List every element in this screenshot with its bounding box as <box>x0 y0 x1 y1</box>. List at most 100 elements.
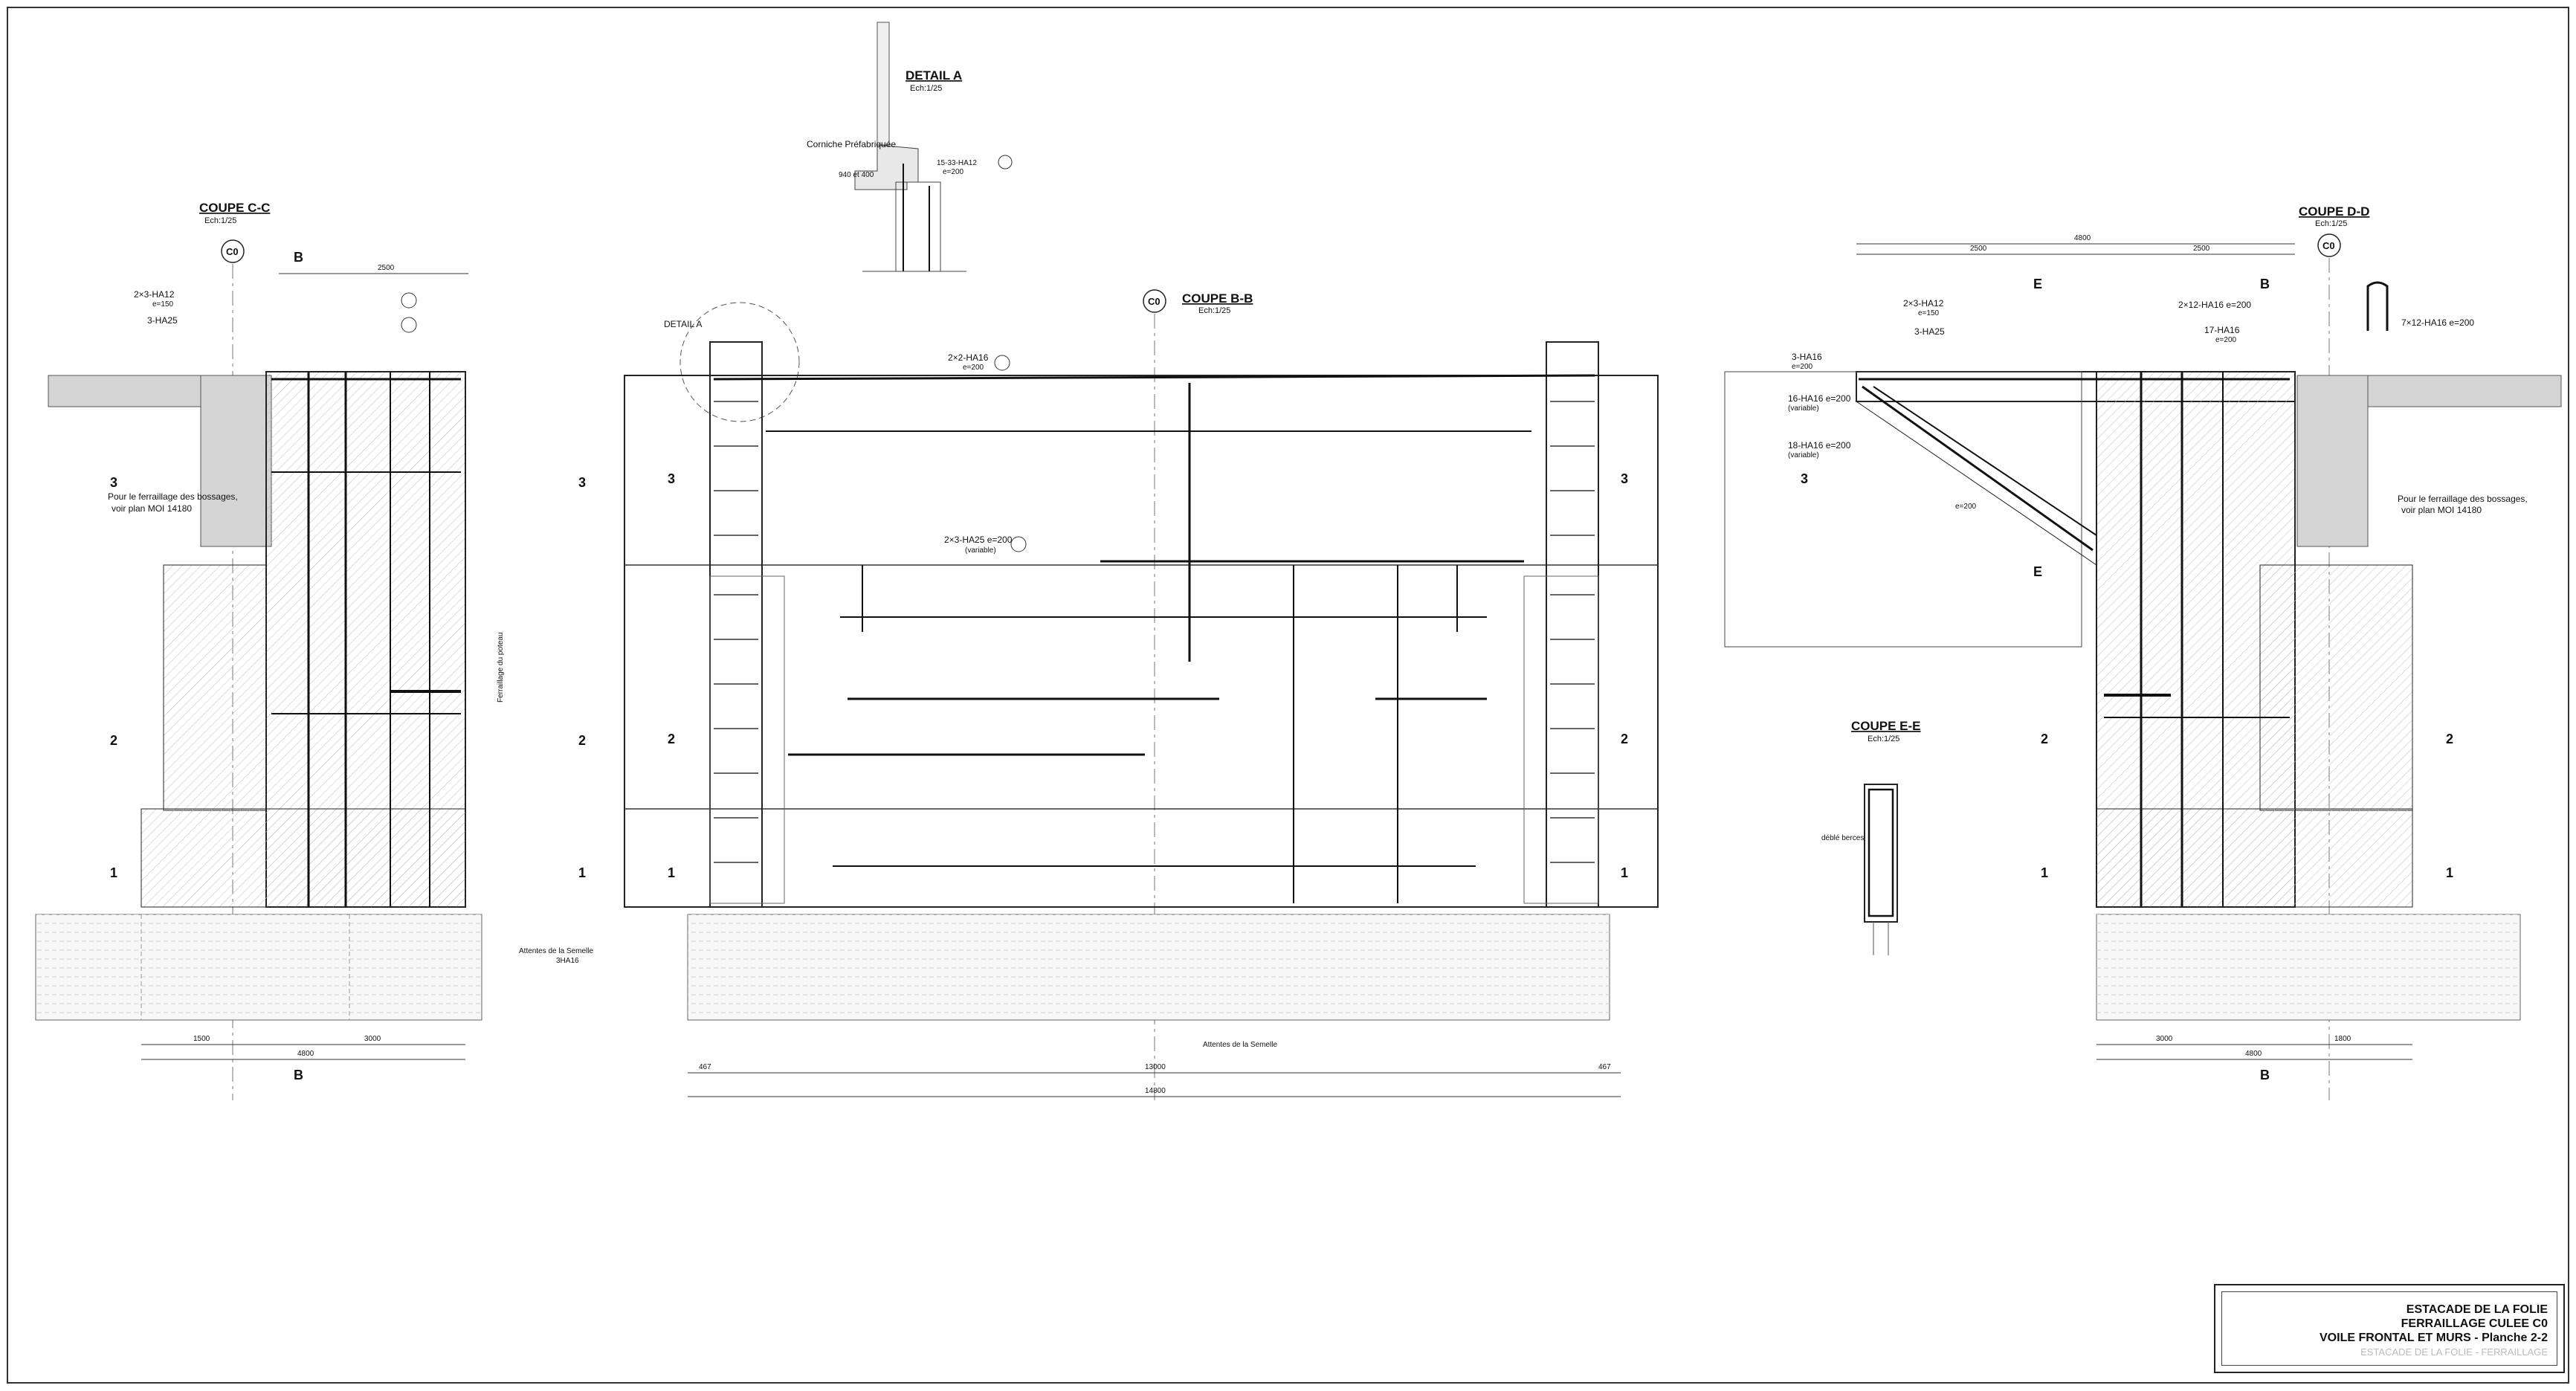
title-block-inner: ESTACADE DE LA FOLIE FERRAILLAGE CULEE C… <box>2221 1291 2557 1366</box>
coupe-ee-note: déblé berces <box>1821 834 1864 842</box>
detail-a-note-2: 940 et 400 <box>839 171 874 179</box>
coupe-dd-dim-right: 1800 <box>2334 1035 2351 1043</box>
coupe-bb-note-semelle: Attentes de la Semelle <box>1203 1041 1277 1049</box>
detail-a-note-corniche: Corniche Préfabriquée <box>807 139 896 149</box>
mark-1-dd-right: 1 <box>2446 865 2453 880</box>
mark-e-bottom: E <box>2033 564 2042 579</box>
detail-a-scale: Ech:1/25 <box>910 84 942 93</box>
coupe-dd-bar9: 7×12-HA16 e=200 <box>2401 317 2474 328</box>
coupe-dd-bar5-spacing: e=200 <box>1792 363 1813 371</box>
mark-1-dd-left: 1 <box>2041 865 2048 880</box>
title-block: ESTACADE DE LA FOLIE FERRAILLAGE CULEE C… <box>2214 1284 2565 1373</box>
mark-1-bb-right: 1 <box>1621 865 1628 880</box>
mark-e-top: E <box>2033 277 2042 291</box>
mark-2-dd-left: 2 <box>2041 732 2048 746</box>
coupe-bb-bar-top-spacing: e=200 <box>963 364 984 372</box>
mark-b-dd-top: B <box>2260 277 2270 291</box>
coupe-bb-scale: Ech:1/25 <box>1198 306 1230 315</box>
coupe-cc-note-semelle-2: 3HA16 <box>556 957 579 965</box>
coupe-cc-vertical-note: Ferraillage du poteau <box>497 632 505 703</box>
detail-a-bar-spacing: e=200 <box>943 168 964 176</box>
coupe-bb-bar-mid-note: (variable) <box>965 546 996 555</box>
mark-3-bb-left: 3 <box>668 471 675 486</box>
coupe-dd-title: COUPE D-D <box>2299 204 2369 219</box>
coupe-dd-note-bossage-2: voir plan MOI 14180 <box>2401 505 2482 515</box>
coupe-ee-scale: Ech:1/25 <box>1868 735 1899 743</box>
coupe-bb-dim-inner: 13000 <box>1145 1063 1166 1071</box>
coupe-ee: COUPE E-E Ech:1/25 déblé berces <box>1821 719 1921 955</box>
coupe-cc: COUPE C-C Ech:1/25 C0 2×3-HA12 e=150 3-H… <box>35 201 593 1100</box>
mark-2-bb-right: 2 <box>1621 732 1628 746</box>
axis-c0-right: C0 <box>2322 240 2335 251</box>
coupe-cc-bar1: 2×3-HA12 <box>134 289 175 300</box>
sheet-border <box>7 7 2569 1384</box>
mark-3-cc-right: 3 <box>578 475 586 490</box>
coupe-bb-dim-left: 467 <box>699 1063 711 1071</box>
coupe-ee-title: COUPE E-E <box>1851 719 1921 733</box>
title-footer: ESTACADE DE LA FOLIE - FERRAILLAGE <box>2360 1346 2548 1358</box>
coupe-dd-bar7-note: (variable) <box>1788 451 1819 459</box>
coupe-cc-bar2: 3-HA25 <box>147 315 178 326</box>
coupe-cc-dim-top: 2500 <box>378 264 395 272</box>
coupe-dd-bar5: 3-HA16 <box>1792 352 1822 362</box>
coupe-dd-dim-b: 2500 <box>2193 245 2210 253</box>
coupe-dd-dim-left: 3000 <box>2156 1035 2173 1043</box>
title-line-3: VOILE FRONTAL ET MURS - Planche 2-2 <box>2320 1332 2548 1344</box>
coupe-dd-bar8: e=200 <box>1955 503 1977 511</box>
coupe-cc-dim-left: 1500 <box>193 1035 210 1043</box>
coupe-dd-bar4-spacing: e=200 <box>2215 336 2237 344</box>
mark-1-cc-right: 1 <box>578 865 586 880</box>
mark-3-cc-left: 3 <box>110 475 117 490</box>
coupe-cc-note-semelle-1: Attentes de la Semelle <box>519 947 593 955</box>
coupe-bb: COUPE B-B Ech:1/25 C0 DETAIL A <box>624 289 1659 1100</box>
mark-1-bb-left: 1 <box>668 865 675 880</box>
coupe-dd-bar1: 2×3-HA12 <box>1903 298 1944 309</box>
coupe-cc-scale: Ech:1/25 <box>204 216 236 225</box>
coupe-dd-scale: Ech:1/25 <box>2315 219 2347 228</box>
coupe-dd-dim-total: 4800 <box>2245 1050 2262 1058</box>
axis-marker-c0-left <box>221 239 245 263</box>
coupe-bb-bar-mid: 2×3-HA25 e=200 <box>944 535 1013 545</box>
coupe-cc-bar1-spacing: e=150 <box>152 300 174 309</box>
mark-2-bb-left: 2 <box>668 732 675 746</box>
coupe-bb-dim-total: 14800 <box>1145 1087 1166 1095</box>
title-line-1: ESTACADE DE LA FOLIE <box>2406 1303 2548 1316</box>
mark-3-dd: 3 <box>1801 471 1808 486</box>
coupe-dd-bar6-note: (variable) <box>1788 404 1819 413</box>
coupe-cc-note-bossage-1: Pour le ferraillage des bossages, <box>108 491 238 502</box>
mark-b-cc-top: B <box>294 250 303 265</box>
coupe-dd-bar4: 17-HA16 <box>2204 325 2240 335</box>
coupe-bb-title: COUPE B-B <box>1182 291 1253 306</box>
coupe-cc-dim-total: 4800 <box>297 1050 314 1058</box>
detail-a-title: DETAIL A <box>906 68 962 83</box>
detail-a: DETAIL A Ech:1/25 Corniche Préfabriquée … <box>807 22 1013 272</box>
axis-marker-c0-right <box>2317 233 2341 257</box>
coupe-cc-dim-right: 3000 <box>364 1035 381 1043</box>
axis-c0-left: C0 <box>226 246 239 257</box>
coupe-dd-dim-a: 2500 <box>1970 245 1987 253</box>
coupe-dd-bar1-spacing: e=150 <box>1918 309 1940 317</box>
axis-c0-center: C0 <box>1148 296 1161 307</box>
mark-2-cc-right: 2 <box>578 733 586 748</box>
coupe-bb-dim-right: 467 <box>1598 1063 1611 1071</box>
mark-b-cc-bottom: B <box>294 1068 303 1082</box>
mark-2-dd-right: 2 <box>2446 732 2453 746</box>
coupe-cc-note-bossage-2: voir plan MOI 14180 <box>112 503 192 514</box>
coupe-cc-title: COUPE C-C <box>199 201 270 215</box>
axis-marker-c0-center <box>1143 289 1166 313</box>
coupe-dd-dim-top: 4800 <box>2074 234 2091 242</box>
detail-a-bar: 15-33-HA12 <box>937 159 977 167</box>
mark-1-cc-left: 1 <box>110 865 117 880</box>
mark-b-dd-bottom: B <box>2260 1068 2270 1082</box>
mark-3-bb-right: 3 <box>1621 471 1628 486</box>
coupe-dd-bar3: 2×12-HA16 e=200 <box>2178 300 2251 310</box>
title-line-2: FERRAILLAGE CULEE C0 <box>2401 1317 2548 1330</box>
coupe-dd: COUPE D-D Ech:1/25 C0 2×3-HA12 e=150 3-H… <box>1724 204 2562 1100</box>
coupe-dd-bar7: 18-HA16 e=200 <box>1788 440 1851 451</box>
coupe-bb-bar-top: 2×2-HA16 <box>948 352 989 363</box>
mark-2-cc-left: 2 <box>110 733 117 748</box>
coupe-dd-note-bossage-1: Pour le ferraillage des bossages, <box>2398 494 2528 504</box>
coupe-bb-detail-label: DETAIL A <box>664 319 702 329</box>
coupe-dd-bar6: 16-HA16 e=200 <box>1788 393 1851 404</box>
